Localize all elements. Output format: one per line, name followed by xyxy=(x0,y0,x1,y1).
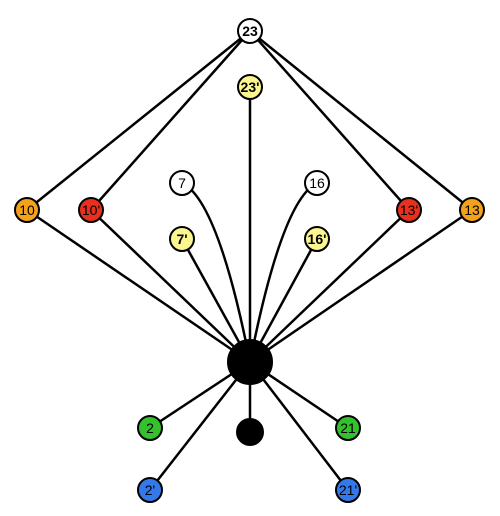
node-circle-21p xyxy=(335,477,361,503)
edge-hub-10p xyxy=(90,209,251,363)
node-23p: 23' xyxy=(237,74,263,100)
edge-hub-21p xyxy=(249,361,349,491)
edge-hub-16p xyxy=(248,238,319,363)
node-label-16: 16 xyxy=(309,175,325,191)
node-circle-7 xyxy=(169,170,195,196)
node-label-16p: 16' xyxy=(308,231,327,247)
node-10p: 10' xyxy=(78,197,104,223)
node-10: 10 xyxy=(14,197,40,223)
node-label-13p: 13' xyxy=(400,202,418,218)
node-7: 7 xyxy=(169,170,195,196)
node-circle-13p xyxy=(396,197,422,223)
node-circle-2 xyxy=(137,415,163,441)
node-16p: 16' xyxy=(304,226,330,252)
node-circle-dot xyxy=(236,418,264,446)
node-label-10p: 10' xyxy=(82,202,100,218)
node-circle-10 xyxy=(14,197,40,223)
node-label-7p: 7' xyxy=(176,231,187,247)
node-23: 23 xyxy=(237,18,263,44)
node-dot xyxy=(236,418,264,446)
node-circle-23 xyxy=(237,18,263,44)
edge-hub-2p xyxy=(149,361,251,491)
node-label-21p: 21' xyxy=(339,482,357,498)
node-label-13: 13 xyxy=(464,202,480,218)
edge-23-13 xyxy=(249,30,473,211)
node-21: 21 xyxy=(335,415,361,441)
node-21p: 21' xyxy=(335,477,361,503)
node-2p: 2' xyxy=(137,477,163,503)
edge-23-10p xyxy=(90,30,251,211)
edge-hub-16 xyxy=(248,181,318,363)
node-circle-21 xyxy=(335,415,361,441)
node-label-10: 10 xyxy=(19,202,35,218)
node-circle-7p xyxy=(169,226,195,252)
node-circle-10p xyxy=(78,197,104,223)
node-circle-2p xyxy=(137,477,163,503)
edge-hub-10 xyxy=(26,208,251,364)
node-16: 16 xyxy=(304,170,330,196)
node-circle-13 xyxy=(459,197,485,223)
node-label-7: 7 xyxy=(178,175,186,191)
node-circle-23p xyxy=(237,74,263,100)
node-circle-16 xyxy=(304,170,330,196)
edge-hub-13p xyxy=(249,209,410,363)
edges-layer xyxy=(26,30,473,491)
edge-23-10 xyxy=(26,30,251,211)
node-circle-hub xyxy=(227,339,273,385)
node-circle-16p xyxy=(304,226,330,252)
edge-23-13p xyxy=(249,30,410,211)
node-label-2: 2 xyxy=(146,420,154,436)
node-label-2p: 2' xyxy=(145,482,155,498)
node-label-23: 23 xyxy=(242,23,258,39)
node-label-23p: 23' xyxy=(241,79,260,95)
node-13p: 13' xyxy=(396,197,422,223)
nodes-layer: 23 23' 7 16 7' 16' 10 10' 13' 13 2 21 2' 21' xyxy=(14,18,485,503)
node-2: 2 xyxy=(137,415,163,441)
node-hub xyxy=(227,339,273,385)
node-7p: 7' xyxy=(169,226,195,252)
edge-hub-7p xyxy=(180,238,252,363)
node-13: 13 xyxy=(459,197,485,223)
node-label-21: 21 xyxy=(340,420,356,436)
edge-hub-7 xyxy=(181,181,252,363)
edge-hub-13 xyxy=(249,208,473,364)
